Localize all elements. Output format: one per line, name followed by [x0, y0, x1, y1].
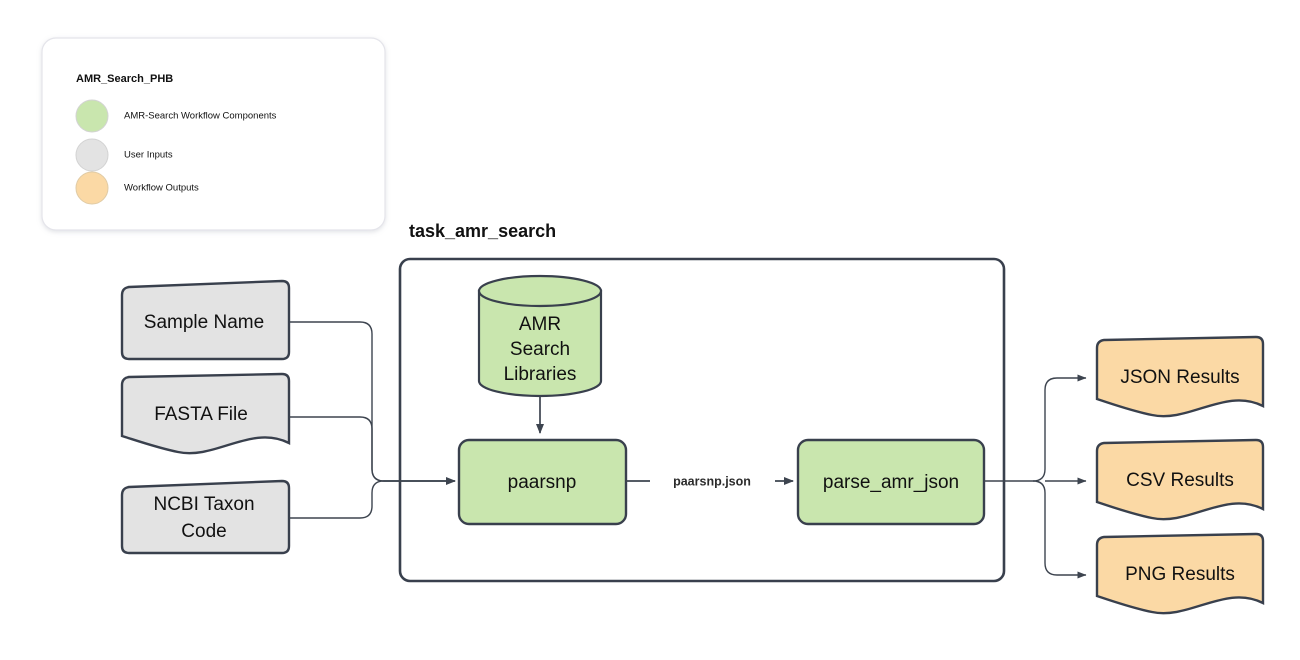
- input-edges: [288, 321, 456, 519]
- process-node-parse-amr-json[interactable]: parse_amr_json: [796, 438, 986, 526]
- legend-item-inputs-label: User Inputs: [124, 150, 173, 161]
- legend-swatch-components-icon: [75, 99, 109, 133]
- input-node-fasta-file-shape: [120, 372, 291, 455]
- input-node-ncbi-taxon-code[interactable]: NCBI Taxon Code: [120, 479, 291, 555]
- edge-to-png-results: [1032, 480, 1087, 579]
- database-node-label-line3: Libraries: [504, 364, 577, 385]
- database-node-label-line2: Search: [510, 339, 570, 360]
- legend-card-background: [41, 37, 386, 231]
- database-node-label-line1: AMR: [519, 314, 561, 335]
- process-node-parse-amr-json-label: parse_amr_json: [823, 472, 959, 493]
- task-container-box: [398, 257, 1006, 583]
- output-edges: [984, 374, 1087, 579]
- process-node-parse-amr-json-shape: [796, 438, 986, 526]
- legend-item-inputs: User Inputs: [75, 138, 173, 172]
- legend-item-outputs: Workflow Outputs: [75, 171, 199, 205]
- output-node-json-results-label: JSON Results: [1120, 367, 1239, 388]
- output-node-png-results-shape: [1095, 532, 1265, 615]
- output-node-csv-results-shape: [1095, 438, 1265, 521]
- process-node-paarsnp[interactable]: paarsnp: [457, 438, 628, 526]
- output-node-png-results[interactable]: PNG Results: [1095, 532, 1265, 615]
- output-node-csv-results[interactable]: CSV Results: [1095, 438, 1265, 521]
- input-node-ncbi-taxon-code-label-line1: NCBI Taxon: [153, 494, 254, 515]
- output-node-csv-results-label: CSV Results: [1126, 470, 1234, 491]
- edge-ncbi-taxon-to-paarsnp: [288, 480, 385, 519]
- output-node-png-results-label: PNG Results: [1125, 564, 1235, 585]
- input-node-fasta-file-label: FASTA File: [154, 404, 248, 425]
- database-node-body: [477, 289, 603, 398]
- input-node-ncbi-taxon-code-label-line2: Code: [181, 521, 226, 542]
- container-title: task_amr_search: [409, 221, 556, 241]
- input-node-sample-name-shape: [120, 279, 291, 361]
- database-node-top-ellipse: [477, 274, 603, 308]
- legend-panel: AMR_Search_PHB AMR-Search Workflow Compo…: [41, 37, 386, 231]
- process-node-paarsnp-shape: [457, 438, 628, 526]
- legend-title: AMR_Search_PHB: [76, 73, 173, 85]
- input-node-sample-name-label: Sample Name: [144, 312, 264, 333]
- edge-label-paarsnp-json: paarsnp.json: [673, 474, 751, 488]
- process-node-paarsnp-label: paarsnp: [508, 472, 577, 493]
- input-node-ncbi-taxon-code-shape: [120, 479, 291, 555]
- input-node-fasta-file[interactable]: FASTA File: [120, 372, 291, 455]
- legend-swatch-outputs-icon: [75, 171, 109, 205]
- edge-to-json-results: [1032, 374, 1087, 482]
- output-node-json-results-shape: [1095, 335, 1265, 418]
- legend-swatch-inputs-icon: [75, 138, 109, 172]
- legend-item-components: AMR-Search Workflow Components: [75, 99, 277, 133]
- legend-item-outputs-label: Workflow Outputs: [124, 183, 199, 194]
- database-node-amr-search-libraries[interactable]: AMR Search Libraries: [477, 274, 603, 398]
- output-node-json-results[interactable]: JSON Results: [1095, 335, 1265, 418]
- edge-fasta-file-to-paarsnp: [288, 416, 385, 482]
- legend-item-components-label: AMR-Search Workflow Components: [124, 111, 277, 122]
- input-node-sample-name[interactable]: Sample Name: [120, 279, 291, 361]
